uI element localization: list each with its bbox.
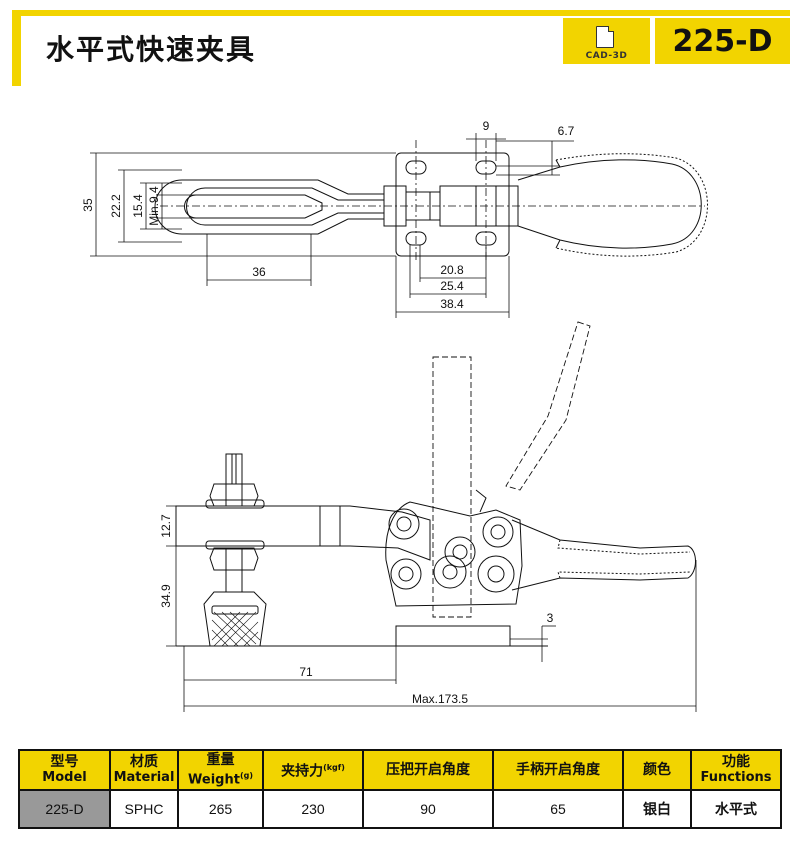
header-handle-open-angle: 手柄开启角度 <box>492 749 624 791</box>
cell-model: 225-D <box>18 789 111 829</box>
dim-6-7: 6.7 <box>558 124 575 138</box>
header-bar-open-angle: 压把开启角度 <box>362 749 494 791</box>
dim-71: 71 <box>299 665 313 679</box>
header-color: 颜色 <box>622 749 692 791</box>
dim-35: 35 <box>81 198 95 212</box>
cell-color: 银白 <box>622 789 692 829</box>
cell-weight: 265 <box>177 789 264 829</box>
dim-15-4: 15.4 <box>131 194 145 218</box>
cad-3d-button[interactable]: CAD-3D <box>563 18 650 64</box>
side-view-open-arm-ghost <box>432 356 472 618</box>
page-title: 水平式快速夹具 <box>46 33 257 66</box>
cell-clamp-force: 230 <box>262 789 364 829</box>
dim-9: 9 <box>483 119 490 133</box>
header-top-bar <box>12 10 790 16</box>
top-view-handle <box>517 159 702 249</box>
dim-min-9-4: Min.9.4 <box>147 186 161 226</box>
side-view-rubber-tip <box>203 591 267 647</box>
dim-34-9: 34.9 <box>159 584 173 608</box>
top-view-arm <box>154 179 385 235</box>
dim-3: 3 <box>547 611 554 625</box>
dim-22-2: 22.2 <box>109 194 123 218</box>
cell-functions: 水平式 <box>690 789 782 829</box>
side-view-handle <box>511 519 696 591</box>
dim-36: 36 <box>252 265 266 279</box>
dim-20-8: 20.8 <box>440 263 464 277</box>
header-left-bar <box>12 10 21 86</box>
side-view-open-handle-ghost <box>505 321 591 491</box>
header-clamp-force: 夹持力(kgf) <box>262 749 364 791</box>
cell-handle-open-angle: 65 <box>492 789 624 829</box>
document-icon <box>596 26 614 48</box>
dim-12-7: 12.7 <box>159 514 173 538</box>
dim-25-4: 25.4 <box>440 279 464 293</box>
model-number: 225-D <box>672 24 773 59</box>
side-view-base-plate <box>395 625 511 647</box>
cell-material: SPHC <box>109 789 179 829</box>
dim-max-173-5: Max.173.5 <box>412 692 468 706</box>
technical-drawing: 9 6.7 35 22.2 15.4 Min.9.4 36 20.8 25.4 … <box>81 119 708 712</box>
table-row: 225-D SPHC 265 230 90 65 银白 水平式 <box>18 789 782 829</box>
side-view-arm <box>175 505 431 561</box>
model-badge: 225-D <box>655 18 790 64</box>
cad-3d-label: CAD-3D <box>585 51 628 61</box>
top-view-base-plate <box>395 152 510 257</box>
dim-38-4: 38.4 <box>440 297 464 311</box>
cell-bar-open-angle: 90 <box>362 789 494 829</box>
side-view-body <box>385 501 523 607</box>
